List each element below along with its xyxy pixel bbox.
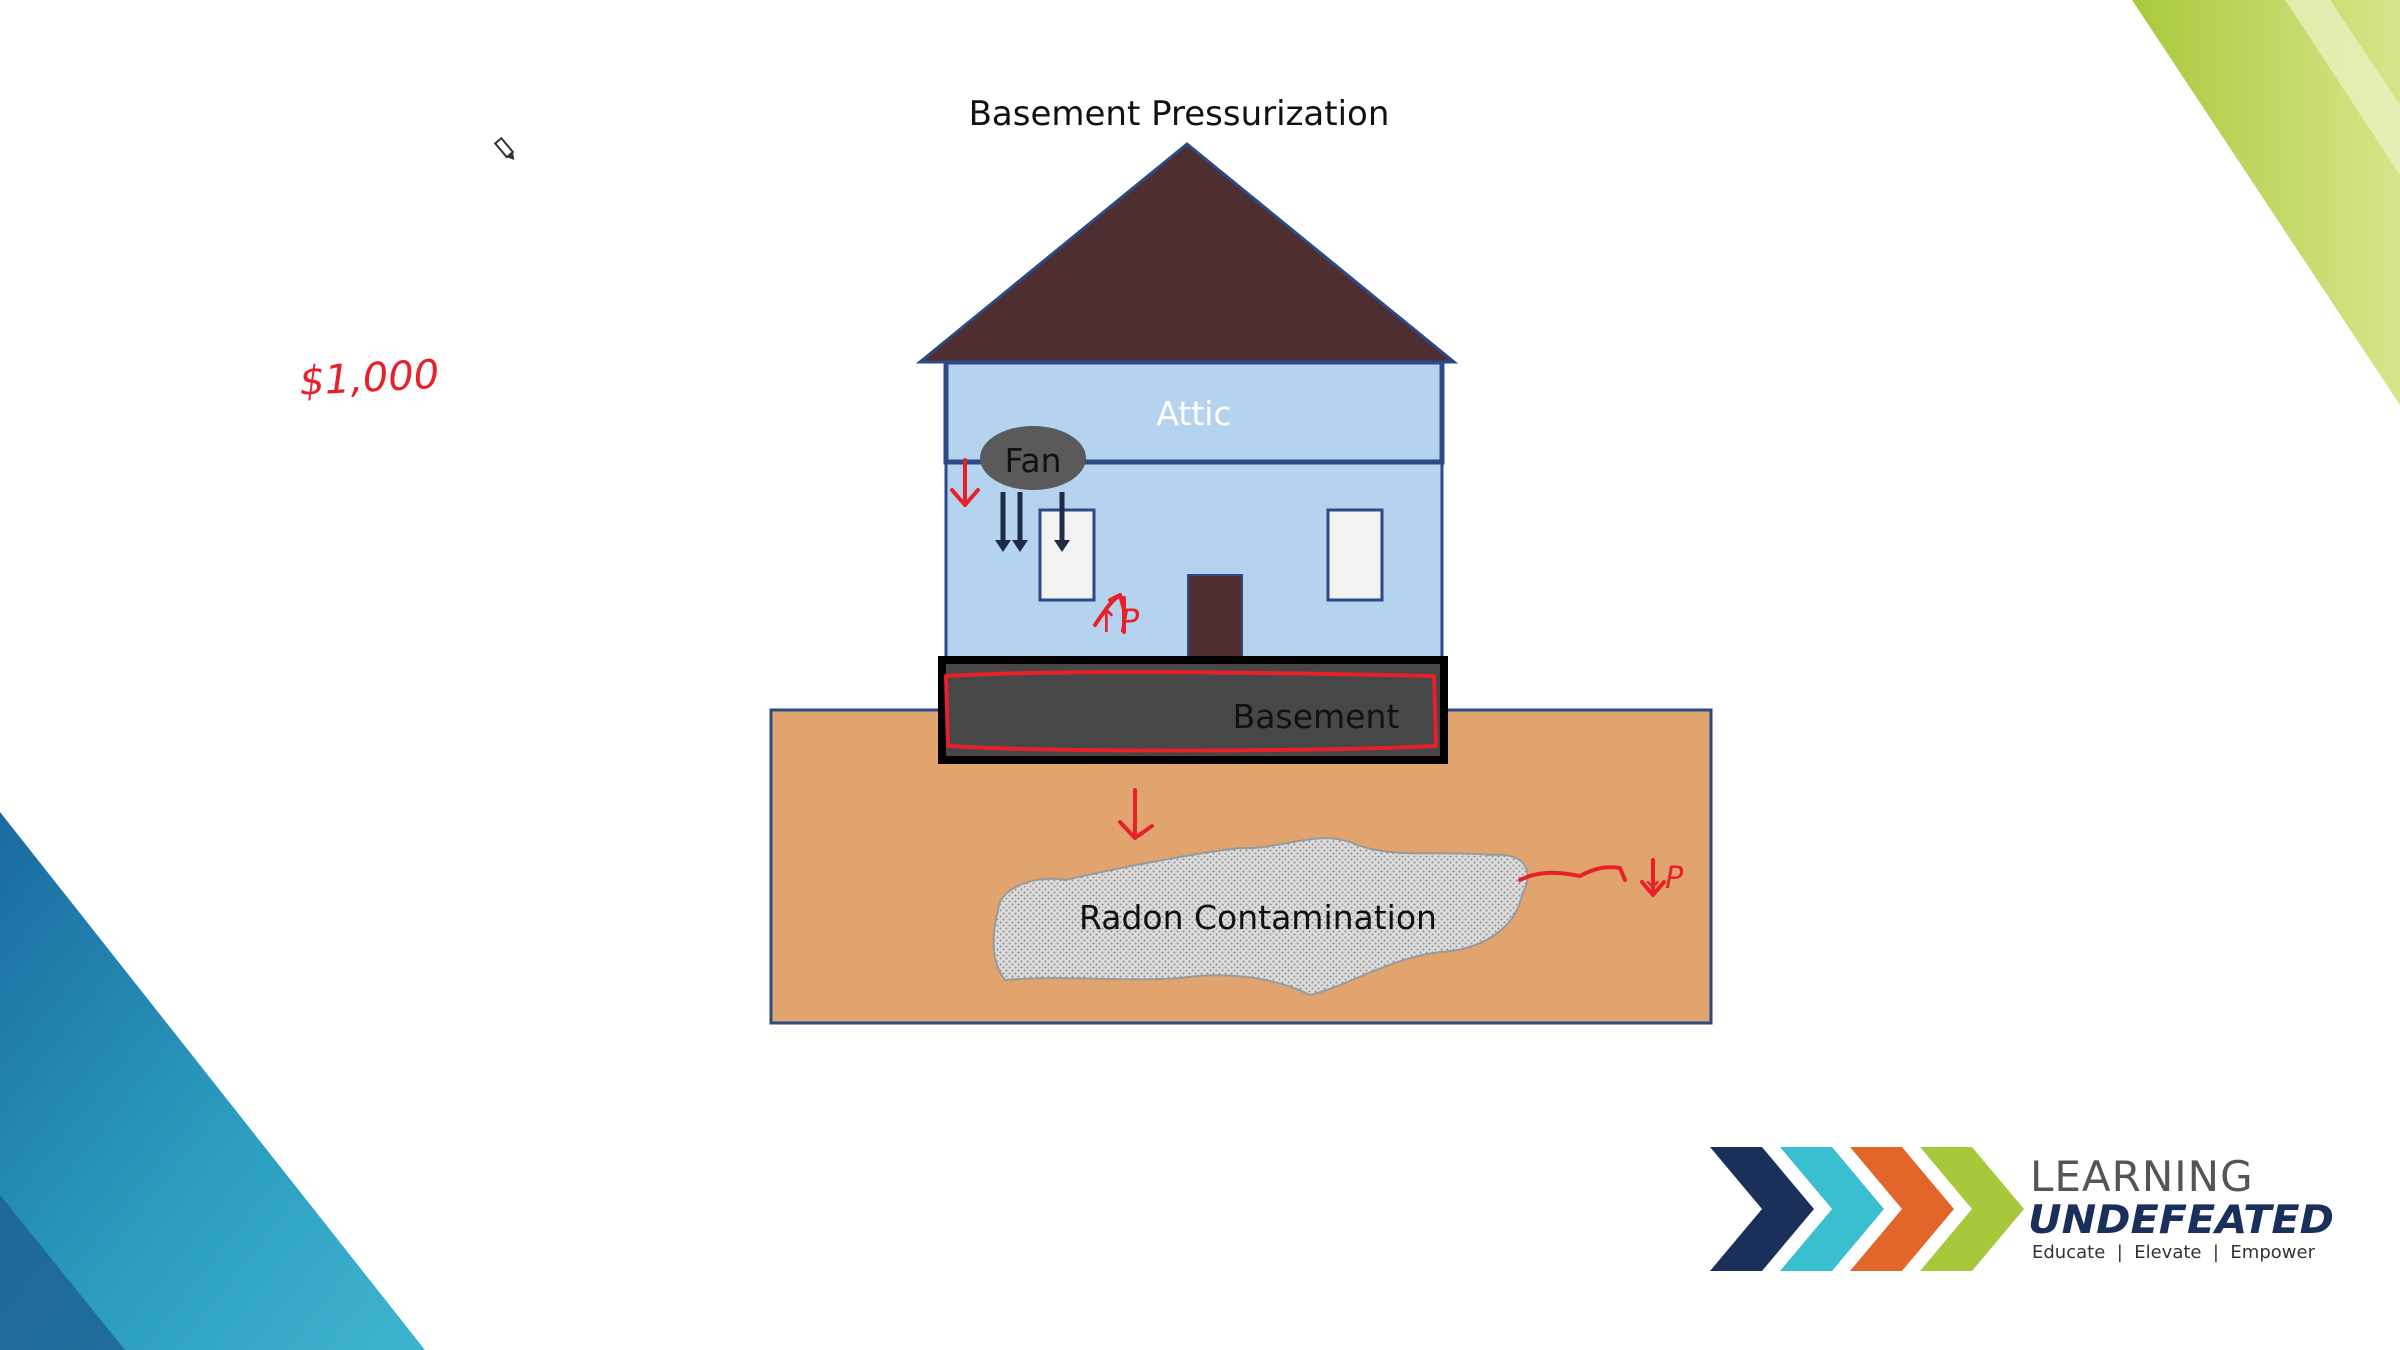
decor-blue-corner-dark bbox=[0, 1195, 125, 1350]
pen-cursor-icon bbox=[493, 136, 515, 160]
red-down-arrow-icon bbox=[950, 458, 980, 507]
basement-highlight bbox=[944, 670, 1438, 753]
decor-blue-corner bbox=[0, 812, 425, 1350]
red-down-arrow-icon bbox=[1640, 858, 1666, 897]
basement-label: Basement bbox=[1233, 697, 1400, 736]
logo-line2: UNDEFEATED bbox=[2028, 1198, 2334, 1243]
red-squiggle bbox=[1518, 865, 1627, 882]
logo-chevron-1 bbox=[1710, 1147, 1814, 1271]
logo-chevron-4 bbox=[1920, 1147, 2024, 1271]
radon-contamination-area bbox=[992, 837, 1529, 997]
decor-green-stripe bbox=[2285, 0, 2400, 175]
red-down-arrow-icon bbox=[1118, 788, 1154, 840]
learning-undefeated-logo: LEARNING UNDEFEATED Educate | Elevate | … bbox=[1710, 1147, 2334, 1271]
annotation-cost: $1,000 bbox=[298, 352, 440, 405]
annotation-pressure-down: ↓P bbox=[1640, 861, 1684, 896]
fan bbox=[980, 426, 1086, 490]
logo-line1: LEARNING bbox=[2030, 1152, 2254, 1201]
attic-label: Attic bbox=[1156, 394, 1231, 433]
radon-label: Radon Contamination bbox=[1079, 898, 1437, 937]
annotation-pressure-up: ↑P bbox=[1093, 602, 1140, 640]
logo-tagline: Educate | Elevate | Empower bbox=[2032, 1242, 2316, 1263]
handwritten-annotations bbox=[944, 458, 1666, 897]
window-left bbox=[1038, 508, 1096, 602]
red-up-arrow-icon bbox=[1093, 593, 1126, 634]
roof bbox=[915, 142, 1459, 364]
decor-green-corner bbox=[2132, 0, 2400, 405]
fan-label: Fan bbox=[1004, 441, 1061, 480]
window-right bbox=[1326, 508, 1384, 602]
basement bbox=[938, 656, 1448, 764]
door bbox=[1187, 574, 1243, 663]
logo-chevron-2 bbox=[1780, 1147, 1884, 1271]
airflow-arrow-icon bbox=[995, 492, 1070, 552]
slide-title: Basement Pressurization bbox=[969, 94, 1390, 134]
logo-chevron-3 bbox=[1850, 1147, 1954, 1271]
